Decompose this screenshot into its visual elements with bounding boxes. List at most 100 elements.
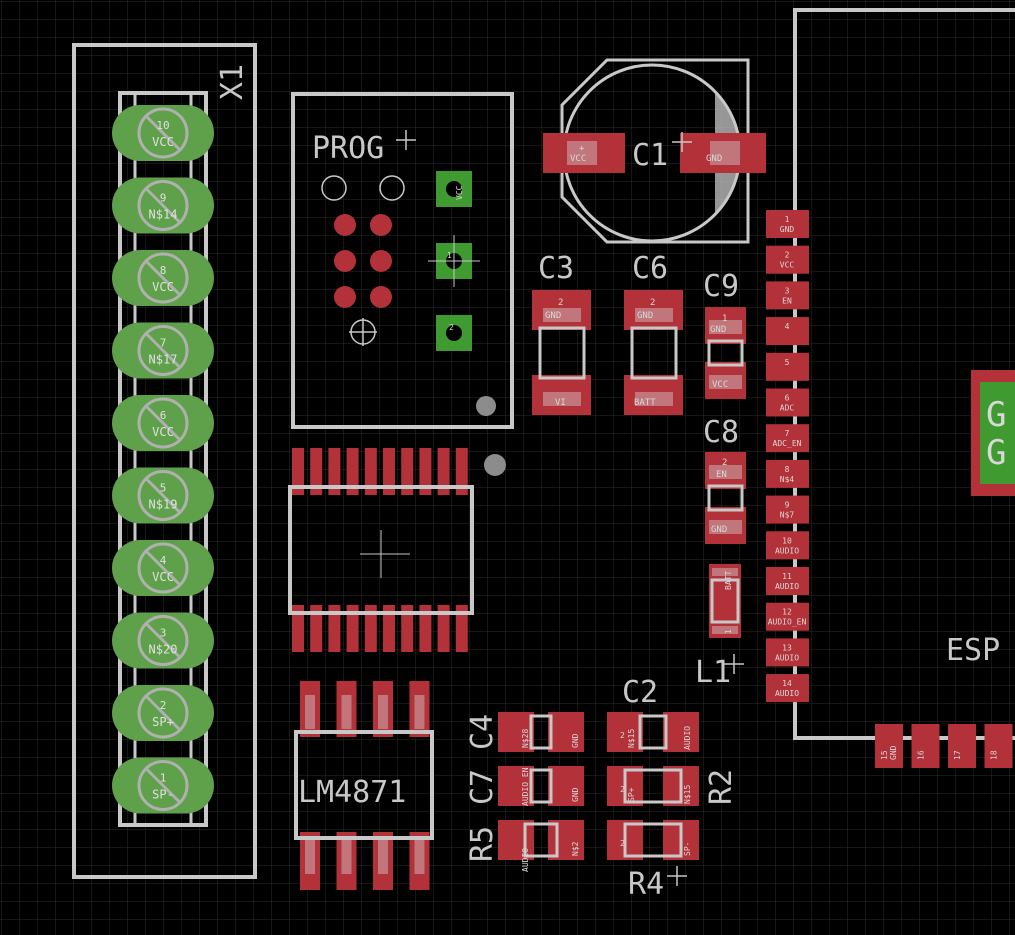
ic-pin bbox=[383, 448, 395, 495]
ic-pin bbox=[401, 605, 414, 652]
svg-text:2: 2 bbox=[620, 839, 625, 848]
lm4871-amplifier[interactable]: LM4871 bbox=[294, 681, 434, 890]
svg-text:+: + bbox=[579, 144, 585, 154]
svg-text:AUDIO: AUDIO bbox=[521, 848, 530, 872]
x1-label: X1 bbox=[215, 64, 250, 100]
x1-pin: 1SP- bbox=[112, 757, 214, 814]
r2-resistor[interactable]: R2 2 SP+ N$15 bbox=[607, 766, 739, 806]
svg-text:6: 6 bbox=[785, 394, 790, 403]
svg-text:1: 1 bbox=[724, 629, 733, 634]
svg-text:7: 7 bbox=[160, 337, 167, 350]
ic-pin bbox=[383, 605, 395, 652]
svg-text:EN: EN bbox=[782, 296, 792, 305]
soic-ic[interactable] bbox=[288, 448, 506, 652]
svg-text:SP-: SP- bbox=[683, 842, 692, 856]
svg-text:2: 2 bbox=[620, 785, 625, 794]
esp-pad: 16 bbox=[911, 724, 940, 768]
svg-text:VI: VI bbox=[555, 398, 566, 408]
svg-text:AUDIO: AUDIO bbox=[775, 689, 799, 698]
svg-text:VCC: VCC bbox=[570, 154, 586, 164]
svg-text:N$15: N$15 bbox=[627, 729, 636, 748]
svg-text:15: 15 bbox=[880, 750, 889, 760]
svg-text:5: 5 bbox=[160, 482, 167, 495]
svg-text:VCC: VCC bbox=[152, 280, 174, 294]
r5-label: R5 bbox=[465, 826, 500, 862]
ic-pin bbox=[292, 605, 304, 652]
c4-capacitor[interactable]: C4 N$28 GND bbox=[465, 712, 584, 752]
ic-pin bbox=[346, 605, 359, 652]
ic-pin bbox=[455, 605, 468, 652]
svg-text:7: 7 bbox=[785, 429, 790, 438]
svg-text:G: G bbox=[986, 395, 1006, 435]
svg-text:16: 16 bbox=[917, 750, 926, 760]
c7-capacitor[interactable]: C7 AUDIO_EN GND bbox=[465, 766, 584, 806]
esp-pad: 8N$4 bbox=[766, 459, 809, 488]
c8-capacitor[interactable]: C8 2 EN GND bbox=[703, 415, 746, 544]
c9-capacitor[interactable]: C9 1 GND VCC bbox=[703, 269, 746, 399]
c7-label: C7 bbox=[465, 769, 500, 805]
svg-text:N$20: N$20 bbox=[149, 643, 178, 657]
ic-pin bbox=[455, 448, 468, 495]
c2-label: C2 bbox=[622, 675, 658, 710]
c1-capacitor[interactable]: VCC + GND C1 bbox=[543, 58, 766, 244]
svg-text:N$17: N$17 bbox=[149, 353, 178, 367]
svg-text:2: 2 bbox=[785, 251, 790, 260]
c8-label: C8 bbox=[703, 415, 739, 450]
esp-pad: 4 bbox=[766, 317, 809, 346]
svg-text:GND: GND bbox=[780, 225, 795, 234]
svg-text:AUDIO: AUDIO bbox=[775, 582, 799, 591]
ic-pin bbox=[328, 448, 341, 495]
c1-label: C1 bbox=[632, 138, 668, 173]
x1-pin: 3N$20 bbox=[112, 612, 214, 669]
svg-text:5: 5 bbox=[785, 358, 790, 367]
prog-header[interactable]: PROG VCC 1 2 bbox=[291, 92, 514, 429]
svg-text:3: 3 bbox=[785, 286, 790, 295]
r5-resistor[interactable]: R5 AUDIO N$2 bbox=[465, 820, 584, 872]
svg-text:14: 14 bbox=[782, 679, 792, 688]
c2-capacitor[interactable]: C2 2 N$15 AUDIO bbox=[607, 675, 699, 752]
prog-vias: VCC 1 2 bbox=[428, 171, 480, 351]
lm4871-label: LM4871 bbox=[298, 775, 406, 810]
svg-text:2: 2 bbox=[722, 458, 727, 468]
svg-text:GND: GND bbox=[710, 325, 726, 335]
ic-pin bbox=[292, 448, 304, 495]
svg-text:N$4: N$4 bbox=[780, 475, 795, 484]
c4-label: C4 bbox=[465, 714, 500, 750]
c6-capacitor[interactable]: C6 2 GND BATT bbox=[624, 251, 683, 415]
svg-text:AUDIO: AUDIO bbox=[775, 653, 799, 662]
x1-connector[interactable]: X1 10VCC9N$148VCC7N$176VCC5N$194VCC3N$20… bbox=[72, 43, 257, 879]
svg-text:11: 11 bbox=[782, 572, 792, 581]
l1-inductor[interactable]: BATT 1 L1 bbox=[695, 564, 744, 690]
svg-text:2: 2 bbox=[558, 298, 563, 308]
esp-module[interactable]: 1GND2VCC3EN456ADC7ADC_EN8N$49N$710AUDIO1… bbox=[766, 8, 1015, 768]
esp-pad: 17 bbox=[948, 724, 976, 768]
svg-text:3: 3 bbox=[160, 627, 167, 640]
svg-text:GND: GND bbox=[637, 311, 653, 321]
svg-text:2: 2 bbox=[620, 731, 625, 740]
svg-text:17: 17 bbox=[953, 750, 962, 760]
r2-label: R2 bbox=[704, 769, 739, 805]
pin1-marker bbox=[476, 396, 496, 416]
ic-pin bbox=[437, 448, 450, 495]
l1-label: L1 bbox=[695, 655, 731, 690]
svg-text:SP-: SP- bbox=[152, 788, 174, 802]
svg-text:GND: GND bbox=[706, 154, 722, 164]
svg-text:1: 1 bbox=[447, 251, 452, 260]
c9-label: C9 bbox=[703, 269, 739, 304]
r4-resistor[interactable]: 2 SP- R4 bbox=[607, 820, 699, 902]
c3-capacitor[interactable]: C3 2 GND VI bbox=[532, 251, 591, 415]
svg-text:4: 4 bbox=[160, 554, 167, 567]
svg-text:2: 2 bbox=[160, 699, 167, 712]
svg-text:N$19: N$19 bbox=[149, 498, 178, 512]
svg-text:BATT: BATT bbox=[634, 398, 656, 408]
svg-text:SP+: SP+ bbox=[152, 715, 174, 729]
svg-text:N$15: N$15 bbox=[683, 785, 692, 804]
